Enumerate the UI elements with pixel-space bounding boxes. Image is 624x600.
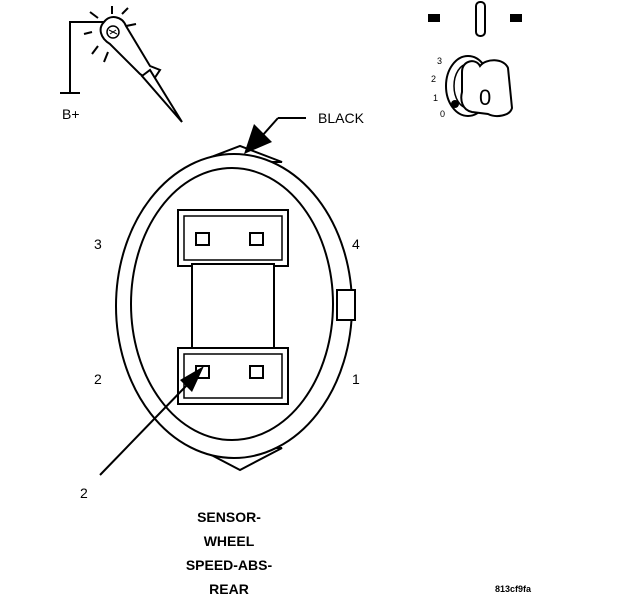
pin-callout-arrow — [99, 366, 204, 476]
title-line-1: SENSOR- — [197, 509, 261, 525]
connector-color-label: BLACK — [318, 110, 365, 126]
pin-label-1: 1 — [352, 371, 360, 387]
terminal-cavity-1 — [249, 365, 264, 379]
ignition-key-label: 0 — [479, 85, 491, 110]
pin-label-3: 3 — [94, 236, 102, 252]
ignition-position-1: 1 — [433, 93, 438, 103]
color-leader-arrow — [244, 117, 306, 154]
ignition-position-3: 3 — [437, 56, 442, 66]
terminal-cavity-3 — [195, 232, 210, 246]
ignition-position-2: 2 — [431, 74, 436, 84]
test-probe-icon — [60, 6, 183, 123]
title-line-2: WHEEL — [204, 533, 255, 549]
ignition-position-0: 0 — [440, 109, 445, 119]
probe-label: B+ — [62, 106, 80, 122]
pin-label-2: 2 — [94, 371, 102, 387]
pin-label-4: 4 — [352, 236, 360, 252]
title-line-3: SPEED-ABS- — [186, 557, 273, 573]
figure-id: 813cf9fa — [495, 584, 532, 594]
ignition-switch-icon — [428, 1, 522, 117]
pin-callout-label: 2 — [80, 485, 88, 501]
terminal-cavity-4 — [249, 232, 264, 246]
terminal-block — [177, 209, 289, 405]
title-line-4: REAR — [209, 581, 249, 597]
